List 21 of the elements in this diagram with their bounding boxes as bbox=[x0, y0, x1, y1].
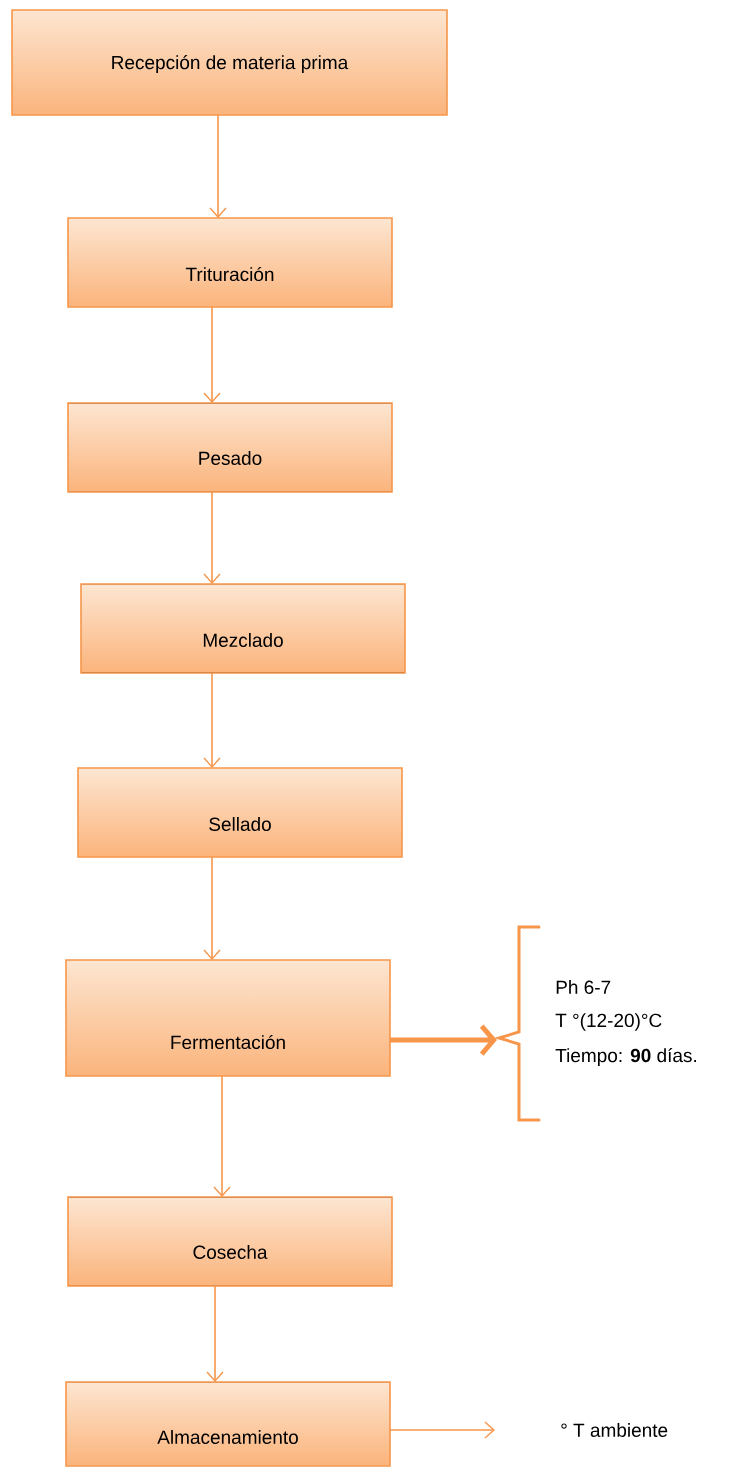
arrow bbox=[203, 672, 221, 768]
process-box: Cosecha bbox=[67, 1196, 393, 1287]
process-box: Sellado bbox=[77, 767, 403, 858]
arrow bbox=[203, 491, 221, 584]
condition-text: T °(12-20)°C bbox=[555, 1013, 662, 1031]
arrow bbox=[206, 1285, 224, 1382]
arrow bbox=[209, 114, 227, 218]
process-box: Trituración bbox=[67, 217, 393, 308]
condition-text: Tiempo: 90 días. bbox=[555, 1048, 697, 1066]
condition-text: Ph 6-7 bbox=[556, 980, 611, 994]
process-box: Recepción de materia prima bbox=[11, 9, 448, 116]
arrow bbox=[203, 306, 221, 403]
process-box: Pesado bbox=[67, 402, 393, 493]
process-box: Almacenamiento bbox=[65, 1381, 391, 1467]
arrow bbox=[390, 1024, 497, 1056]
arrow bbox=[203, 856, 221, 960]
condition-text: ° T ambiente bbox=[561, 1423, 668, 1437]
process-box: Fermentación bbox=[65, 959, 391, 1077]
arrow bbox=[213, 1075, 231, 1197]
arrow bbox=[389, 1421, 495, 1439]
process-box: Mezclado bbox=[80, 583, 406, 674]
